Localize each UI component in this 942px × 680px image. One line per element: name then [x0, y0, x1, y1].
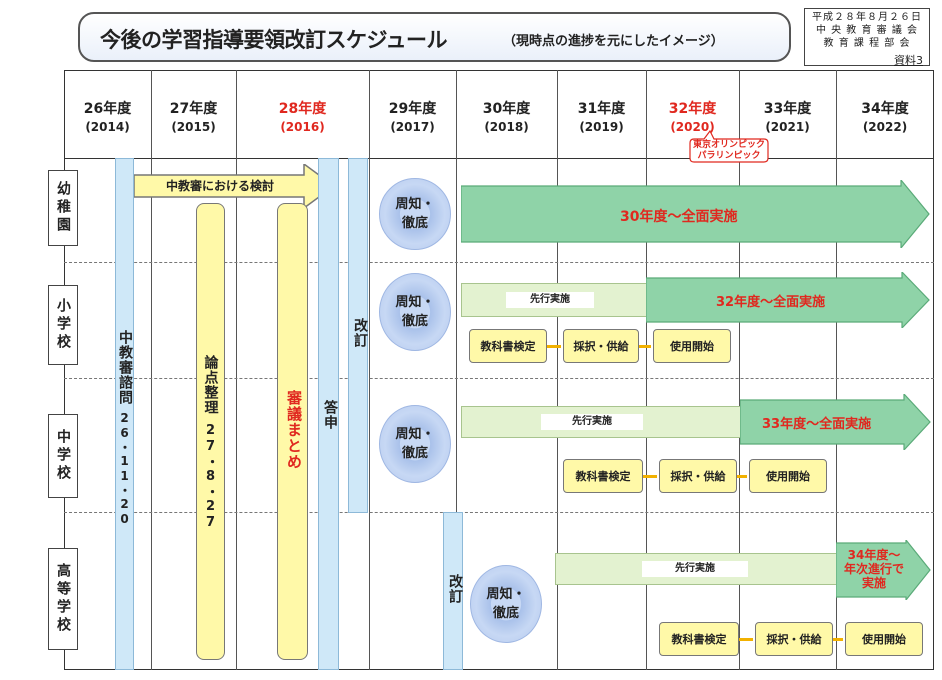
summary-text: 審議まとめ — [285, 390, 303, 470]
row-label-highschool: 高等学校 — [48, 548, 78, 650]
elementary-advance-bar — [461, 283, 647, 317]
year-header: 33年度(2021) — [763, 101, 812, 134]
highschool-start-box: 使用開始 — [845, 622, 923, 656]
revision-bar — [348, 158, 368, 513]
col-divider — [836, 70, 837, 670]
col-divider — [739, 70, 740, 670]
col-divider — [369, 70, 370, 670]
col-divider — [456, 70, 457, 670]
meta-org2: 教 育 課 程 部 会 — [823, 38, 911, 49]
juniorhigh-start-box: 使用開始 — [749, 459, 827, 493]
elementary-adopt-box: 採択・供給 — [563, 329, 639, 363]
juniorhigh-adopt-box: 採択・供給 — [659, 459, 737, 493]
highschool-adopt-box: 採択・供給 — [755, 622, 833, 656]
meta-ref: 資料3 — [894, 54, 923, 67]
page-subtitle: （現時点の進捗を元にしたイメージ） — [503, 34, 724, 49]
elementary-implementation-arrow — [646, 272, 930, 328]
juniorhigh-implementation-arrow — [740, 394, 931, 450]
connector — [833, 638, 843, 641]
elementary-textbook-box: 教科書検定 — [469, 329, 547, 363]
consult-bar — [115, 158, 134, 670]
issues-text: 論点整理 27・8・27 — [202, 355, 219, 531]
report-text: 答申 — [322, 400, 338, 430]
review-label: 中教審における検討 — [165, 179, 274, 193]
juniorhigh-textbook-box: 教科書検定 — [563, 459, 643, 493]
connector — [643, 475, 657, 478]
meta-org1: 中 央 教 育 審 議 会 — [815, 25, 919, 36]
row-divider — [64, 378, 934, 379]
highschool-implementation-arrow — [836, 540, 931, 600]
summary-bar — [277, 203, 308, 660]
notice-circle-juniorhigh: 周知・徹底 — [379, 405, 451, 483]
revision-text: 改訂 — [352, 318, 368, 348]
col-divider — [646, 70, 647, 670]
connector — [739, 638, 753, 641]
meta-date: 平成２８年８月２６日 — [812, 12, 922, 23]
col-divider — [236, 70, 237, 670]
col-divider — [151, 70, 152, 670]
report-bar — [318, 158, 339, 670]
row-label-kindergarten: 幼稚園 — [48, 170, 78, 246]
year-header-row — [64, 70, 934, 159]
connector — [737, 475, 747, 478]
notice-circle-elementary: 周知・徹底 — [379, 273, 451, 351]
row-label-elementary: 小学校 — [48, 285, 78, 365]
schedule-grid — [64, 70, 934, 670]
connector — [547, 345, 561, 348]
highschool-textbook-box: 教科書検定 — [659, 622, 739, 656]
notice-circle-kindergarten: 周知・徹底 — [379, 178, 451, 250]
kindergarten-implementation-label: 30年度～全面実施 — [620, 209, 738, 225]
year-header: 28年度(2016) — [278, 101, 327, 134]
title-box — [78, 12, 791, 62]
year-header: 30年度(2018) — [482, 101, 531, 134]
row-label-juniorhigh: 中学校 — [48, 414, 78, 498]
juniorhigh-advance-label: 先行実施 — [541, 414, 643, 430]
year-header: 32年度(2020) — [668, 101, 717, 134]
year-header: 27年度(2015) — [169, 101, 218, 134]
notice-circle-highschool: 周知・徹底 — [470, 565, 542, 643]
col-divider — [557, 70, 558, 670]
elementary-start-box: 使用開始 — [653, 329, 731, 363]
year-header: 26年度(2014) — [83, 101, 132, 134]
row-divider — [64, 512, 934, 513]
highschool-implementation-label: 34年度～ 年次進行で 実施 — [843, 548, 904, 590]
revision-bar-highschool — [443, 512, 463, 670]
kindergarten-implementation-arrow — [461, 180, 930, 248]
issues-bar — [196, 203, 225, 660]
year-header: 34年度(2022) — [861, 101, 909, 134]
row-divider — [64, 262, 934, 263]
olympic-callout-shape — [689, 129, 769, 163]
elementary-implementation-label: 32年度～全面実施 — [716, 295, 826, 310]
highschool-advance-label: 先行実施 — [642, 561, 748, 577]
consult-text: 中教審諮問 26・11・20 — [117, 330, 133, 527]
revision-text-highschool: 改訂 — [447, 574, 463, 604]
connector — [639, 345, 651, 348]
year-header: 31年度(2019) — [577, 101, 626, 134]
meta-box: 平成２８年８月２６日 中 央 教 育 審 議 会 教 育 課 程 部 会 資料3 — [804, 8, 930, 67]
year-header: 29年度(2017) — [388, 101, 437, 134]
juniorhigh-implementation-label: 33年度～全面実施 — [762, 417, 872, 432]
elementary-advance-label: 先行実施 — [506, 292, 594, 308]
olympic-callout: 東京オリンピックパラリンピック — [692, 140, 765, 161]
page-title: 今後の学習指導要領改訂スケジュール — [100, 28, 448, 52]
